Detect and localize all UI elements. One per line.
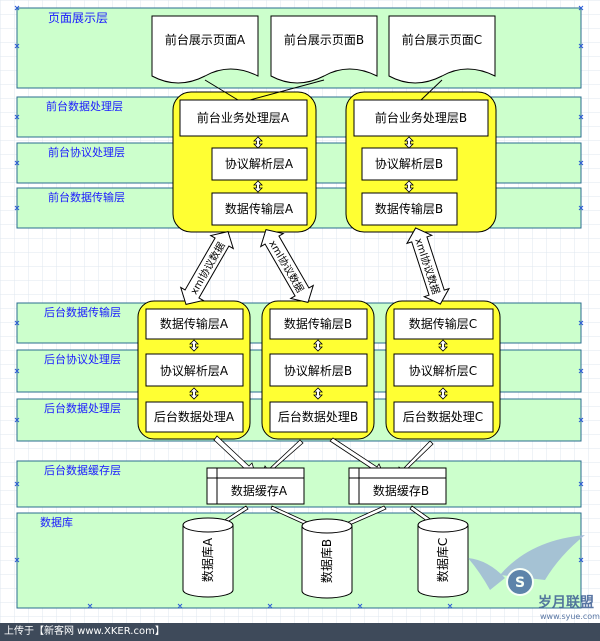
watermark-wing-left	[468, 558, 505, 590]
grid-markers	[14, 5, 584, 609]
watermark-logo: S 岁月联盟 www.syue.com	[468, 535, 600, 621]
page-connectors	[204, 79, 443, 101]
back-protocol-c-label: 协议解析层C	[409, 363, 477, 378]
back-processing-a-label: 后台数据处理A	[154, 409, 235, 424]
back-protocol-a-box	[145, 353, 244, 387]
back-group-a: 数据传输层A 协议解析层A 后台数据处理A	[137, 300, 251, 440]
back-protocol-b-label: 协议解析层B	[284, 363, 352, 378]
connector-page-a	[204, 79, 239, 101]
label-page-display: 页面展示层	[48, 11, 108, 25]
cache-a-box	[206, 467, 305, 505]
front-group-a: 前台业务处理层A 协议解析层A 数据传输层A	[172, 91, 317, 233]
front-protocol-a-box	[211, 147, 308, 181]
front-business-a-box	[179, 99, 308, 137]
front-business-a-label: 前台业务处理层A	[197, 110, 290, 125]
front-protocol-b-label: 协议解析层B	[375, 156, 443, 171]
back-transfer-b-label: 数据传输层B	[284, 316, 352, 331]
page-b-label: 前台展示页面B	[284, 32, 364, 47]
back-transfer-a-box	[145, 308, 244, 340]
arrow-back-c-2	[438, 387, 448, 400]
label-front-data-processing: 前台数据处理层	[46, 99, 123, 113]
front-protocol-b-box	[361, 147, 458, 181]
connector-page-b-a	[249, 79, 325, 101]
connector-page-c-b	[420, 79, 443, 101]
label-back-transfer: 后台数据传输层	[44, 305, 121, 319]
arrow-back-b-2	[313, 387, 323, 400]
database-c: 数据库C	[417, 517, 469, 598]
back-transfer-b-box	[269, 308, 368, 340]
front-transfer-a-box	[211, 192, 308, 226]
arrow-back-c-1	[438, 339, 448, 352]
page-a-label: 前台展示页面A	[165, 32, 246, 47]
upload-footer: 上传于【新客网 www.XKER.com】	[0, 623, 600, 641]
back-protocol-c-box	[393, 353, 494, 387]
arrow-front-a-1	[253, 136, 263, 149]
front-group-b: 前台业务处理层B 协议解析层B 数据传输层B	[345, 91, 497, 233]
diagram-canvas: 页面展示层 前台数据处理层 前台协议处理层 前台数据传输层 后台数据传输层 后台…	[0, 0, 600, 623]
arrow-back-a-2	[189, 387, 199, 400]
database-b: 数据库B	[301, 518, 353, 599]
label-database: 数据库	[40, 515, 73, 529]
xml-link-c-arrow	[405, 227, 451, 305]
front-transfer-b-box	[361, 192, 458, 226]
label-front-transfer: 前台数据传输层	[48, 190, 125, 204]
inner-arrows	[189, 136, 448, 400]
database-a-body	[182, 525, 234, 598]
watermark-title: 岁月联盟	[538, 594, 594, 611]
layer-labels: 页面展示层 前台数据处理层 前台协议处理层 前台数据传输层 后台数据传输层 后台…	[40, 11, 125, 529]
band-database	[16, 512, 582, 609]
arrow-front-b-2	[404, 180, 414, 193]
front-protocol-a-label: 协议解析层A	[225, 156, 294, 171]
page-document-b	[270, 15, 378, 84]
arrow-front-b-1	[404, 136, 414, 149]
back-protocol-a-label: 协议解析层A	[160, 363, 229, 378]
page-document-c	[388, 15, 496, 84]
back-processing-b-label: 后台数据处理B	[278, 409, 358, 424]
watermark-url: www.syue.com	[540, 612, 600, 621]
xml-link-b-arrow	[259, 229, 315, 303]
database-c-top	[417, 517, 469, 533]
page-c-label: 前台展示页面C	[402, 32, 482, 47]
back-processing-b-box	[269, 401, 368, 433]
front-business-b-box	[353, 99, 489, 137]
database-a: 数据库A	[182, 517, 234, 598]
back-transfer-a-label: 数据传输层A	[160, 316, 229, 331]
back-protocol-b-box	[269, 353, 368, 387]
front-business-b-label: 前台业务处理层B	[375, 110, 467, 125]
label-front-protocol: 前台协议处理层	[48, 145, 125, 159]
database-b-label: 数据库B	[319, 539, 334, 583]
cache-b-label: 数据缓存B	[373, 483, 429, 498]
arrow-back-b-1	[313, 339, 323, 352]
cache-b-box	[348, 467, 447, 505]
back-group-c: 数据传输层C 协议解析层C 后台数据处理C	[385, 300, 501, 440]
xml-link-a-arrow	[179, 231, 235, 305]
watermark-badge	[506, 568, 534, 596]
database-b-top	[301, 518, 353, 534]
back-transfer-c-label: 数据传输层C	[409, 316, 477, 331]
back-processing-c-box	[393, 401, 494, 433]
database-a-top	[182, 517, 234, 533]
front-transfer-a-label: 数据传输层A	[225, 201, 294, 216]
label-back-processing: 后台数据处理层	[44, 401, 121, 415]
back-group-b: 数据传输层B 协议解析层B 后台数据处理B	[261, 300, 375, 440]
page-documents	[151, 15, 496, 84]
cache-boxes: 数据缓存A 数据缓存B	[206, 467, 447, 505]
label-back-cache: 后台数据缓存层	[44, 463, 121, 477]
watermark-badge-letter: S	[515, 575, 525, 591]
arrow-front-a-2	[253, 180, 263, 193]
database-c-body	[417, 525, 469, 598]
database-b-body	[301, 526, 353, 599]
back-processing-c-label: 后台数据处理C	[403, 409, 483, 424]
front-transfer-b-label: 数据传输层B	[375, 201, 443, 216]
label-back-protocol: 后台协议处理层	[44, 352, 121, 366]
cache-a-label: 数据缓存A	[231, 483, 288, 498]
database-a-label: 数据库A	[200, 537, 215, 582]
arrow-back-a-1	[189, 339, 199, 352]
back-processing-a-box	[145, 401, 244, 433]
back-transfer-c-box	[393, 308, 494, 340]
page-document-a	[151, 15, 259, 84]
database-c-label: 数据库C	[435, 538, 450, 582]
